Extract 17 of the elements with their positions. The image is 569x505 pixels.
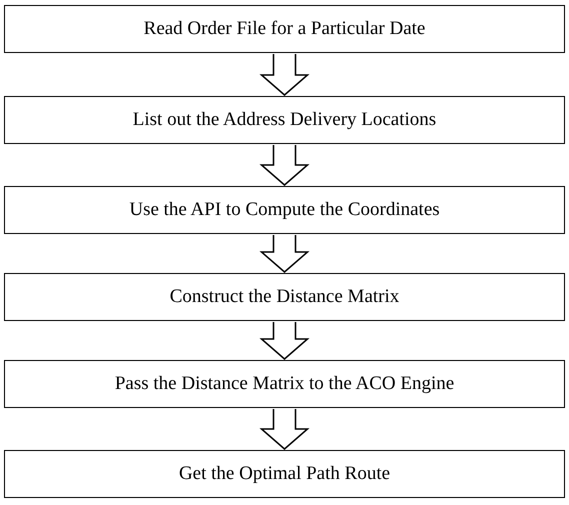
block-arrow xyxy=(260,53,310,96)
process-box xyxy=(4,186,565,234)
process-box xyxy=(4,5,565,53)
process-box xyxy=(4,96,565,144)
step-text: List out the Address Delivery Locations xyxy=(132,108,436,132)
step-text: Read Order File for a Particular Date xyxy=(144,16,426,41)
step-text: Construct the Distance Matrix xyxy=(170,284,400,309)
block-arrow xyxy=(260,234,310,273)
step-text: Pass the Distance Matrix to the ACO Engine xyxy=(114,372,454,396)
process-box xyxy=(4,360,565,408)
block-arrow xyxy=(260,321,310,360)
process-box xyxy=(4,450,565,498)
block-arrow xyxy=(260,144,310,186)
step-text: Use the API to Compute the Coordinates xyxy=(129,198,440,222)
step-text: Get the Optimal Path Route xyxy=(178,462,390,486)
block-arrow xyxy=(260,408,310,450)
process-box xyxy=(4,273,565,321)
